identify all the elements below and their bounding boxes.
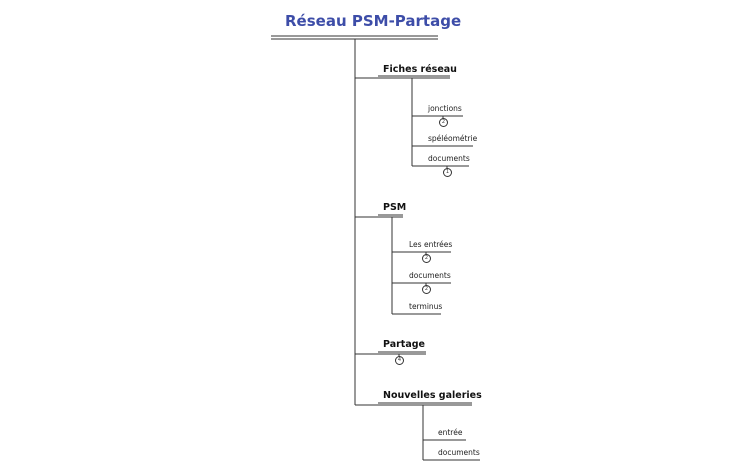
node-jonctions[interactable]: jonctions [428, 104, 462, 113]
count-badge: 2 [439, 118, 448, 127]
count-badge: 4 [395, 356, 404, 365]
node-les-entrees[interactable]: Les entrées [409, 240, 453, 249]
count-badge: 1 [443, 168, 452, 177]
node-documents[interactable]: documents [409, 271, 451, 280]
node-documents[interactable]: documents [438, 448, 480, 457]
node-terminus[interactable]: terminus [409, 302, 443, 311]
node-entree[interactable]: entrée [438, 428, 463, 437]
node-fiches-reseau[interactable]: Fiches réseau [383, 64, 457, 75]
node-psm[interactable]: PSM [383, 202, 407, 213]
count-badge: 2 [422, 254, 431, 263]
map-title: Réseau PSM-Partage [285, 12, 462, 30]
count-badge: 2 [422, 285, 431, 294]
node-nouvelles-galeries[interactable]: Nouvelles galeries [383, 390, 482, 401]
node-documents[interactable]: documents [428, 154, 470, 163]
node-partage[interactable]: Partage [383, 339, 425, 350]
node-speleometrie[interactable]: spéléométrie [428, 134, 478, 143]
